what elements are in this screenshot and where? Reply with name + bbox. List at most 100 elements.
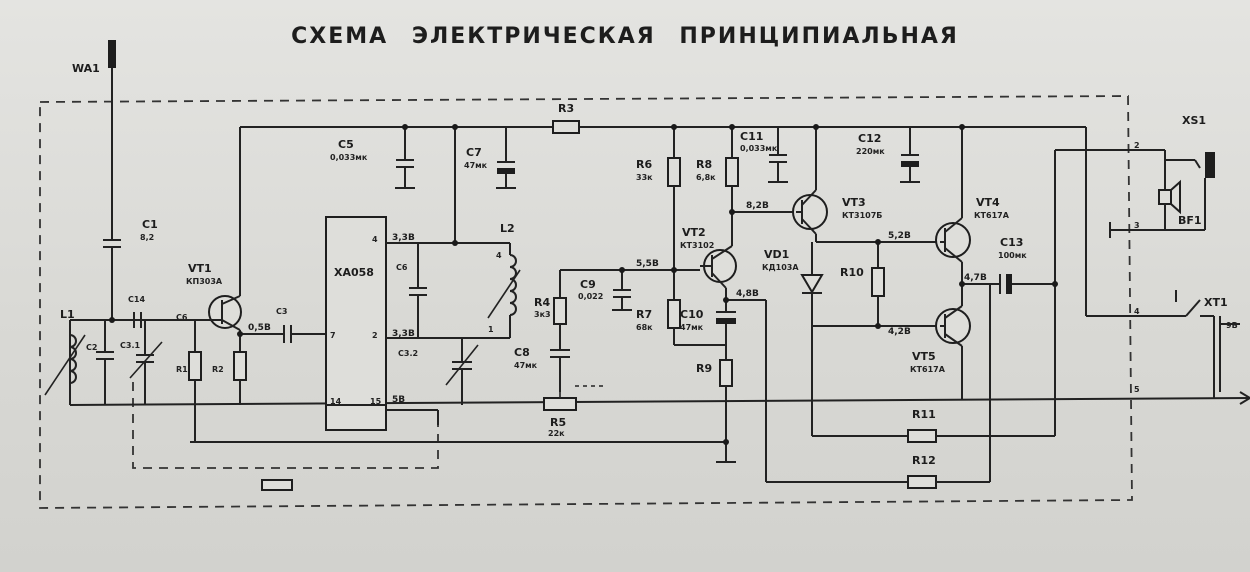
svg-text:220мк: 220мк xyxy=(856,147,885,156)
resistor-r10: R10 xyxy=(840,242,885,326)
resistor-r6: R6 33к xyxy=(636,127,681,270)
svg-text:C12: C12 xyxy=(858,132,881,145)
svg-text:22к: 22к xyxy=(548,429,565,438)
inductor-l1: L1 xyxy=(44,308,86,405)
diode-vd1: VD1 КД103А xyxy=(762,242,824,326)
svg-text:7: 7 xyxy=(330,331,336,340)
diagram-title: СХЕМА ЭЛЕКТРИЧЕСКАЯ ПРИНЦИПИАЛЬНАЯ xyxy=(291,24,959,49)
svg-text:VT1: VT1 xyxy=(188,262,212,275)
svg-text:0,033мк: 0,033мк xyxy=(740,144,778,153)
ic-xa058: ХА058 4 2 7 14 15 xyxy=(325,216,387,431)
svg-text:C3.1: C3.1 xyxy=(120,341,140,350)
capacitor-c5: C5 0,033мк xyxy=(330,127,415,189)
svg-text:VT2: VT2 xyxy=(682,226,706,239)
svg-text:5,2В: 5,2В xyxy=(888,231,911,241)
svg-text:0,033мк: 0,033мк xyxy=(330,153,368,162)
svg-text:4,8В: 4,8В xyxy=(736,289,759,299)
svg-text:4,2В: 4,2В xyxy=(888,327,911,337)
svg-text:R4: R4 xyxy=(534,296,550,309)
svg-text:C3: C3 xyxy=(276,307,287,316)
svg-text:КТ617А: КТ617А xyxy=(974,211,1010,220)
svg-text:C9: C9 xyxy=(580,278,596,291)
fuse-symbol xyxy=(261,479,293,491)
svg-text:3к3: 3к3 xyxy=(534,310,551,319)
capacitor-c9: C9 0,022 xyxy=(578,270,632,311)
svg-text:9В: 9В xyxy=(1226,321,1238,330)
svg-text:6,8к: 6,8к xyxy=(696,173,716,182)
svg-text:0,5В: 0,5В xyxy=(248,323,271,333)
svg-text:3: 3 xyxy=(1134,221,1140,230)
svg-text:C2: C2 xyxy=(86,343,97,352)
housing-outline xyxy=(39,95,1133,509)
headphone-jack-xs1: XS1 xyxy=(1165,114,1215,230)
svg-text:L2: L2 xyxy=(500,222,515,235)
svg-text:R6: R6 xyxy=(636,158,652,171)
svg-text:5: 5 xyxy=(1134,385,1140,394)
svg-text:L1: L1 xyxy=(60,308,75,321)
svg-text:VT3: VT3 xyxy=(842,196,866,209)
transistor-vt3: VT3 КТ3107Б xyxy=(792,127,882,242)
capacitor-c3-1: C3.1 xyxy=(120,320,163,405)
svg-text:VD1: VD1 xyxy=(764,248,789,261)
capacitor-c3: C3 xyxy=(240,307,326,343)
svg-text:C3.2: C3.2 xyxy=(398,349,418,358)
svg-text:C10: C10 xyxy=(680,308,704,321)
svg-text:4: 4 xyxy=(1134,307,1140,316)
bus-ground xyxy=(69,397,1250,406)
svg-text:R12: R12 xyxy=(912,454,936,467)
transistor-vt5: VT5 КТ617А xyxy=(910,305,971,400)
resistor-r12: R12 xyxy=(766,454,990,489)
svg-text:8,2: 8,2 xyxy=(140,233,154,242)
svg-text:R11: R11 xyxy=(912,408,936,421)
svg-text:XT1: XT1 xyxy=(1204,296,1228,309)
svg-text:КП303А: КП303А xyxy=(186,277,223,286)
resistor-r1: R1 xyxy=(176,320,202,442)
svg-text:100мк: 100мк xyxy=(998,251,1027,260)
resistor-r8: R8 6,8к xyxy=(696,127,739,246)
capacitor-c2: C2 xyxy=(86,320,114,405)
svg-text:33к: 33к xyxy=(636,173,653,182)
svg-text:R1: R1 xyxy=(176,365,188,374)
svg-text:4: 4 xyxy=(496,251,502,260)
svg-text:R10: R10 xyxy=(840,266,864,279)
capacitor-c12: C12 220мк xyxy=(856,127,920,183)
svg-text:C6: C6 xyxy=(176,313,188,322)
svg-text:8,2В: 8,2В xyxy=(746,201,769,211)
resistor-r9: R9 xyxy=(696,359,736,463)
svg-text:5,5В: 5,5В xyxy=(636,259,659,269)
svg-text:VT4: VT4 xyxy=(976,196,1000,209)
svg-text:ХА058: ХА058 xyxy=(334,266,374,279)
svg-text:R5: R5 xyxy=(550,416,566,429)
svg-text:C11: C11 xyxy=(740,130,763,143)
capacitor-c10: C10 47мк xyxy=(680,308,736,360)
transistor-vt2: VT2 КТ3102 xyxy=(680,226,737,312)
capacitor-c13: C13 100мк xyxy=(998,236,1055,294)
svg-text:47мк: 47мк xyxy=(464,161,488,170)
transistor-vt1: VT1 КП303А xyxy=(186,127,242,331)
svg-text:4,7В: 4,7В xyxy=(964,273,987,283)
transistor-vt4: VT4 КТ617А xyxy=(935,127,1010,306)
svg-text:C14: C14 xyxy=(128,295,145,304)
svg-text:3,3В: 3,3В xyxy=(392,329,415,339)
svg-text:R8: R8 xyxy=(696,158,712,171)
svg-text:2: 2 xyxy=(372,331,378,340)
svg-text:WA1: WA1 xyxy=(72,62,100,75)
svg-text:R2: R2 xyxy=(212,365,224,374)
svg-text:5В: 5В xyxy=(392,395,405,405)
capacitor-c7: C7 47мк xyxy=(454,127,516,243)
svg-text:R7: R7 xyxy=(636,308,652,321)
capacitor-c3-2: C3.2 xyxy=(398,338,479,405)
inductor-l2: L2 4 1 xyxy=(455,222,521,339)
svg-text:3,3В: 3,3В xyxy=(392,233,415,243)
svg-text:КТ617А: КТ617А xyxy=(910,365,946,374)
svg-text:47мк: 47мк xyxy=(514,361,538,370)
svg-text:0,022: 0,022 xyxy=(578,292,603,301)
svg-text:14: 14 xyxy=(330,397,342,406)
svg-text:68к: 68к xyxy=(636,323,653,332)
capacitor-c6: C6 xyxy=(396,243,427,338)
capacitor-c14: C14 xyxy=(128,295,145,328)
svg-text:C13: C13 xyxy=(1000,236,1023,249)
svg-text:C6: C6 xyxy=(396,263,408,272)
